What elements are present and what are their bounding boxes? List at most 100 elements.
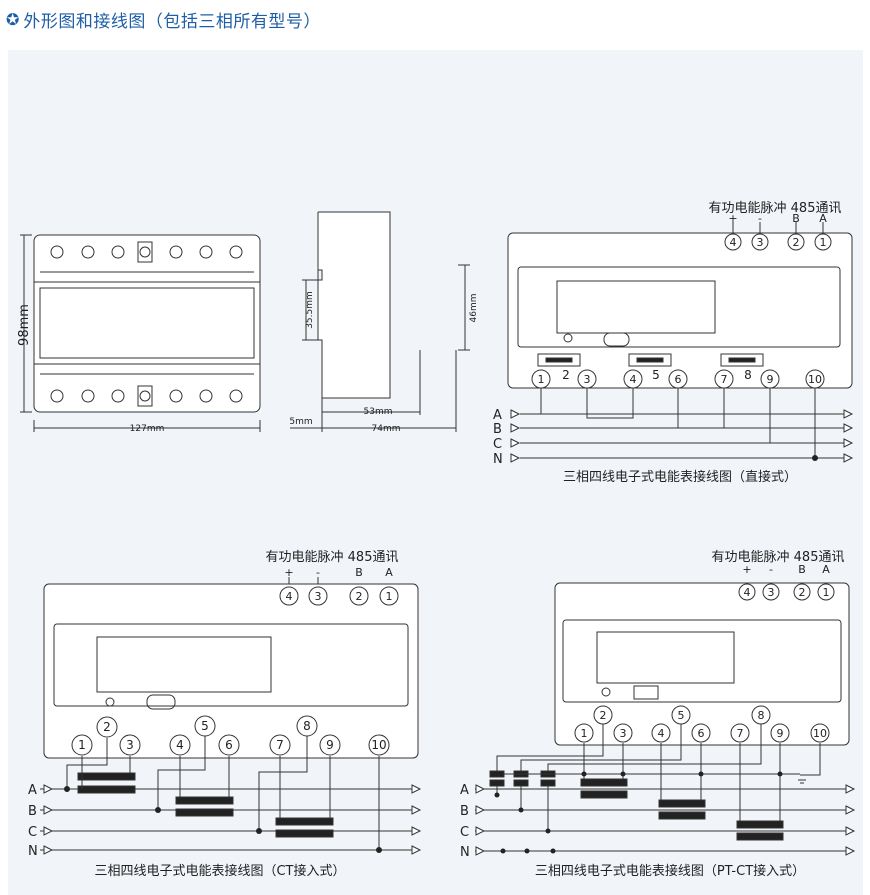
terminal-9: 9 xyxy=(770,723,790,743)
phase-arrow-out xyxy=(845,826,856,836)
svg-text:3: 3 xyxy=(315,590,322,603)
terminal-7: 7 xyxy=(714,369,734,389)
page-header: ✪ 外形图和接线图（包括三相所有型号） xyxy=(6,6,321,32)
svg-text:3: 3 xyxy=(757,236,764,249)
terminal-2: 2 xyxy=(793,583,811,601)
svg-text:4: 4 xyxy=(744,586,751,599)
terminal-10: 10 xyxy=(368,734,390,756)
phase-arrow-in xyxy=(475,805,486,815)
svg-text:1: 1 xyxy=(581,727,588,740)
svg-text:6: 6 xyxy=(675,373,682,386)
terminal-9: 9 xyxy=(760,369,780,389)
page-title: 外形图和接线图（包括三相所有型号） xyxy=(23,11,321,32)
svg-text:2: 2 xyxy=(600,709,607,722)
side-74mm-dimension: 74mm xyxy=(372,424,401,434)
ptct-phase-c: C xyxy=(460,825,469,840)
phase-arrow-in xyxy=(43,845,54,855)
height-dimension: 98mm xyxy=(17,304,32,346)
svg-text:1: 1 xyxy=(78,738,86,752)
terminal-1: 1 xyxy=(574,723,594,743)
phase-arrow-in xyxy=(510,409,521,419)
terminal-2-label: 2 xyxy=(562,368,570,382)
phase-arrow-out xyxy=(411,784,422,794)
terminal-3: 3 xyxy=(308,586,328,606)
ct-phase-a: A xyxy=(28,783,37,798)
ptct-pulse-comm-label: 有功电能脉冲 485通讯 xyxy=(712,550,845,565)
svg-text:2: 2 xyxy=(356,590,363,603)
ct-caption: 三相四线电子式电能表接线图（CT接入式） xyxy=(94,863,345,879)
phase-arrow-out xyxy=(411,826,422,836)
svg-text:10: 10 xyxy=(813,727,827,740)
front-view xyxy=(20,234,261,432)
terminal-8: 8 xyxy=(296,715,318,737)
phase-arrow-out xyxy=(845,784,856,794)
phase-arrow-out xyxy=(845,805,856,815)
svg-text:10: 10 xyxy=(371,738,386,752)
svg-text:3: 3 xyxy=(768,586,775,599)
terminal-10: 10 xyxy=(805,369,825,389)
direct-pulse-comm-label: 有功电能脉冲 485通讯 xyxy=(709,201,842,216)
svg-text:8: 8 xyxy=(758,709,765,722)
terminal-9: 9 xyxy=(319,734,341,756)
phase-arrow-in xyxy=(510,453,521,463)
phase-arrow-out xyxy=(843,438,854,448)
ptct-plus-label: + xyxy=(742,563,751,576)
svg-text:2: 2 xyxy=(799,586,806,599)
terminal-5: 5 xyxy=(194,715,216,737)
terminal-4: 4 xyxy=(623,369,643,389)
svg-text:4: 4 xyxy=(658,727,665,740)
phase-arrow-out xyxy=(411,845,422,855)
terminal-6: 6 xyxy=(668,369,688,389)
terminal-4: 4 xyxy=(169,734,191,756)
svg-text:4: 4 xyxy=(176,738,184,752)
terminal-6: 6 xyxy=(218,734,240,756)
direct-phase-b: B xyxy=(493,422,502,437)
terminal-8: 8 xyxy=(751,705,771,725)
ct-phase-c: C xyxy=(28,825,37,840)
ct-connection-diagram xyxy=(40,577,419,851)
direct-a-label: A xyxy=(819,212,827,225)
phase-arrow-out xyxy=(843,453,854,463)
phase-arrow-in xyxy=(510,423,521,433)
terminal-5: 5 xyxy=(671,705,691,725)
svg-text:9: 9 xyxy=(767,373,774,386)
svg-text:1: 1 xyxy=(386,590,393,603)
terminal-3: 3 xyxy=(613,723,633,743)
svg-text:8: 8 xyxy=(303,719,311,733)
width-dimension: 127mm xyxy=(130,424,165,434)
direct-connection-diagram xyxy=(507,222,853,459)
ptct-phase-a: A xyxy=(460,783,469,798)
side-5mm-dimension: 5mm xyxy=(289,417,312,427)
terminal-4: 4 xyxy=(724,233,742,251)
svg-text:7: 7 xyxy=(721,373,728,386)
terminal-1: 1 xyxy=(817,583,835,601)
svg-text:4: 4 xyxy=(630,373,637,386)
phase-arrow-in xyxy=(475,846,486,856)
ct-phase-n: N xyxy=(28,844,38,859)
phase-arrow-out xyxy=(843,409,854,419)
star-icon: ✪ xyxy=(6,9,20,29)
terminal-10: 10 xyxy=(810,723,830,743)
direct-phase-a: A xyxy=(493,408,502,423)
svg-text:1: 1 xyxy=(538,373,545,386)
svg-text:4: 4 xyxy=(286,590,293,603)
svg-text:6: 6 xyxy=(225,738,233,752)
ptct-a-label: A xyxy=(822,563,830,576)
direct-phase-n: N xyxy=(493,452,503,467)
terminal-1: 1 xyxy=(71,734,93,756)
phase-arrow-out xyxy=(843,423,854,433)
terminal-3: 3 xyxy=(762,583,780,601)
terminal-2: 2 xyxy=(96,716,118,738)
terminal-height-dimension: 35.5mm xyxy=(305,291,315,329)
ct-pulse-comm-label: 有功电能脉冲 485通讯 xyxy=(266,550,399,565)
ct-phase-b: B xyxy=(28,804,37,819)
phase-arrow-in xyxy=(43,805,54,815)
ptct-phase-b: B xyxy=(460,804,469,819)
svg-text:9: 9 xyxy=(777,727,784,740)
side-53mm-dimension: 53mm xyxy=(364,407,393,417)
phase-arrow-in xyxy=(43,826,54,836)
terminal-3: 3 xyxy=(577,369,597,389)
svg-text:6: 6 xyxy=(698,727,705,740)
terminal-8-label: 8 xyxy=(744,368,752,382)
